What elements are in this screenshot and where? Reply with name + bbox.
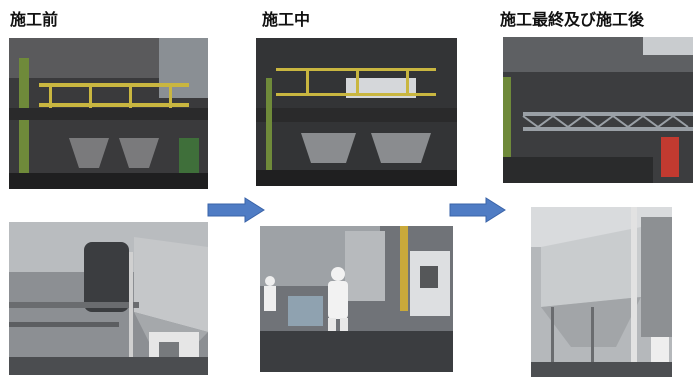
photo-during-worker: [260, 226, 453, 372]
photo-before-overview: [9, 38, 208, 189]
right-arrow-icon: [449, 197, 506, 223]
photo-during-overview: [256, 38, 457, 186]
right-arrow-icon: [207, 197, 265, 223]
photo-after-detail: [531, 207, 672, 377]
photo-after-overview: [503, 37, 693, 183]
label-before-construction: 施工前: [10, 10, 59, 29]
label-during-construction: 施工中: [262, 10, 311, 29]
label-after-construction: 施工最終及び施工後: [500, 10, 645, 29]
photo-before-detail: [9, 222, 208, 375]
